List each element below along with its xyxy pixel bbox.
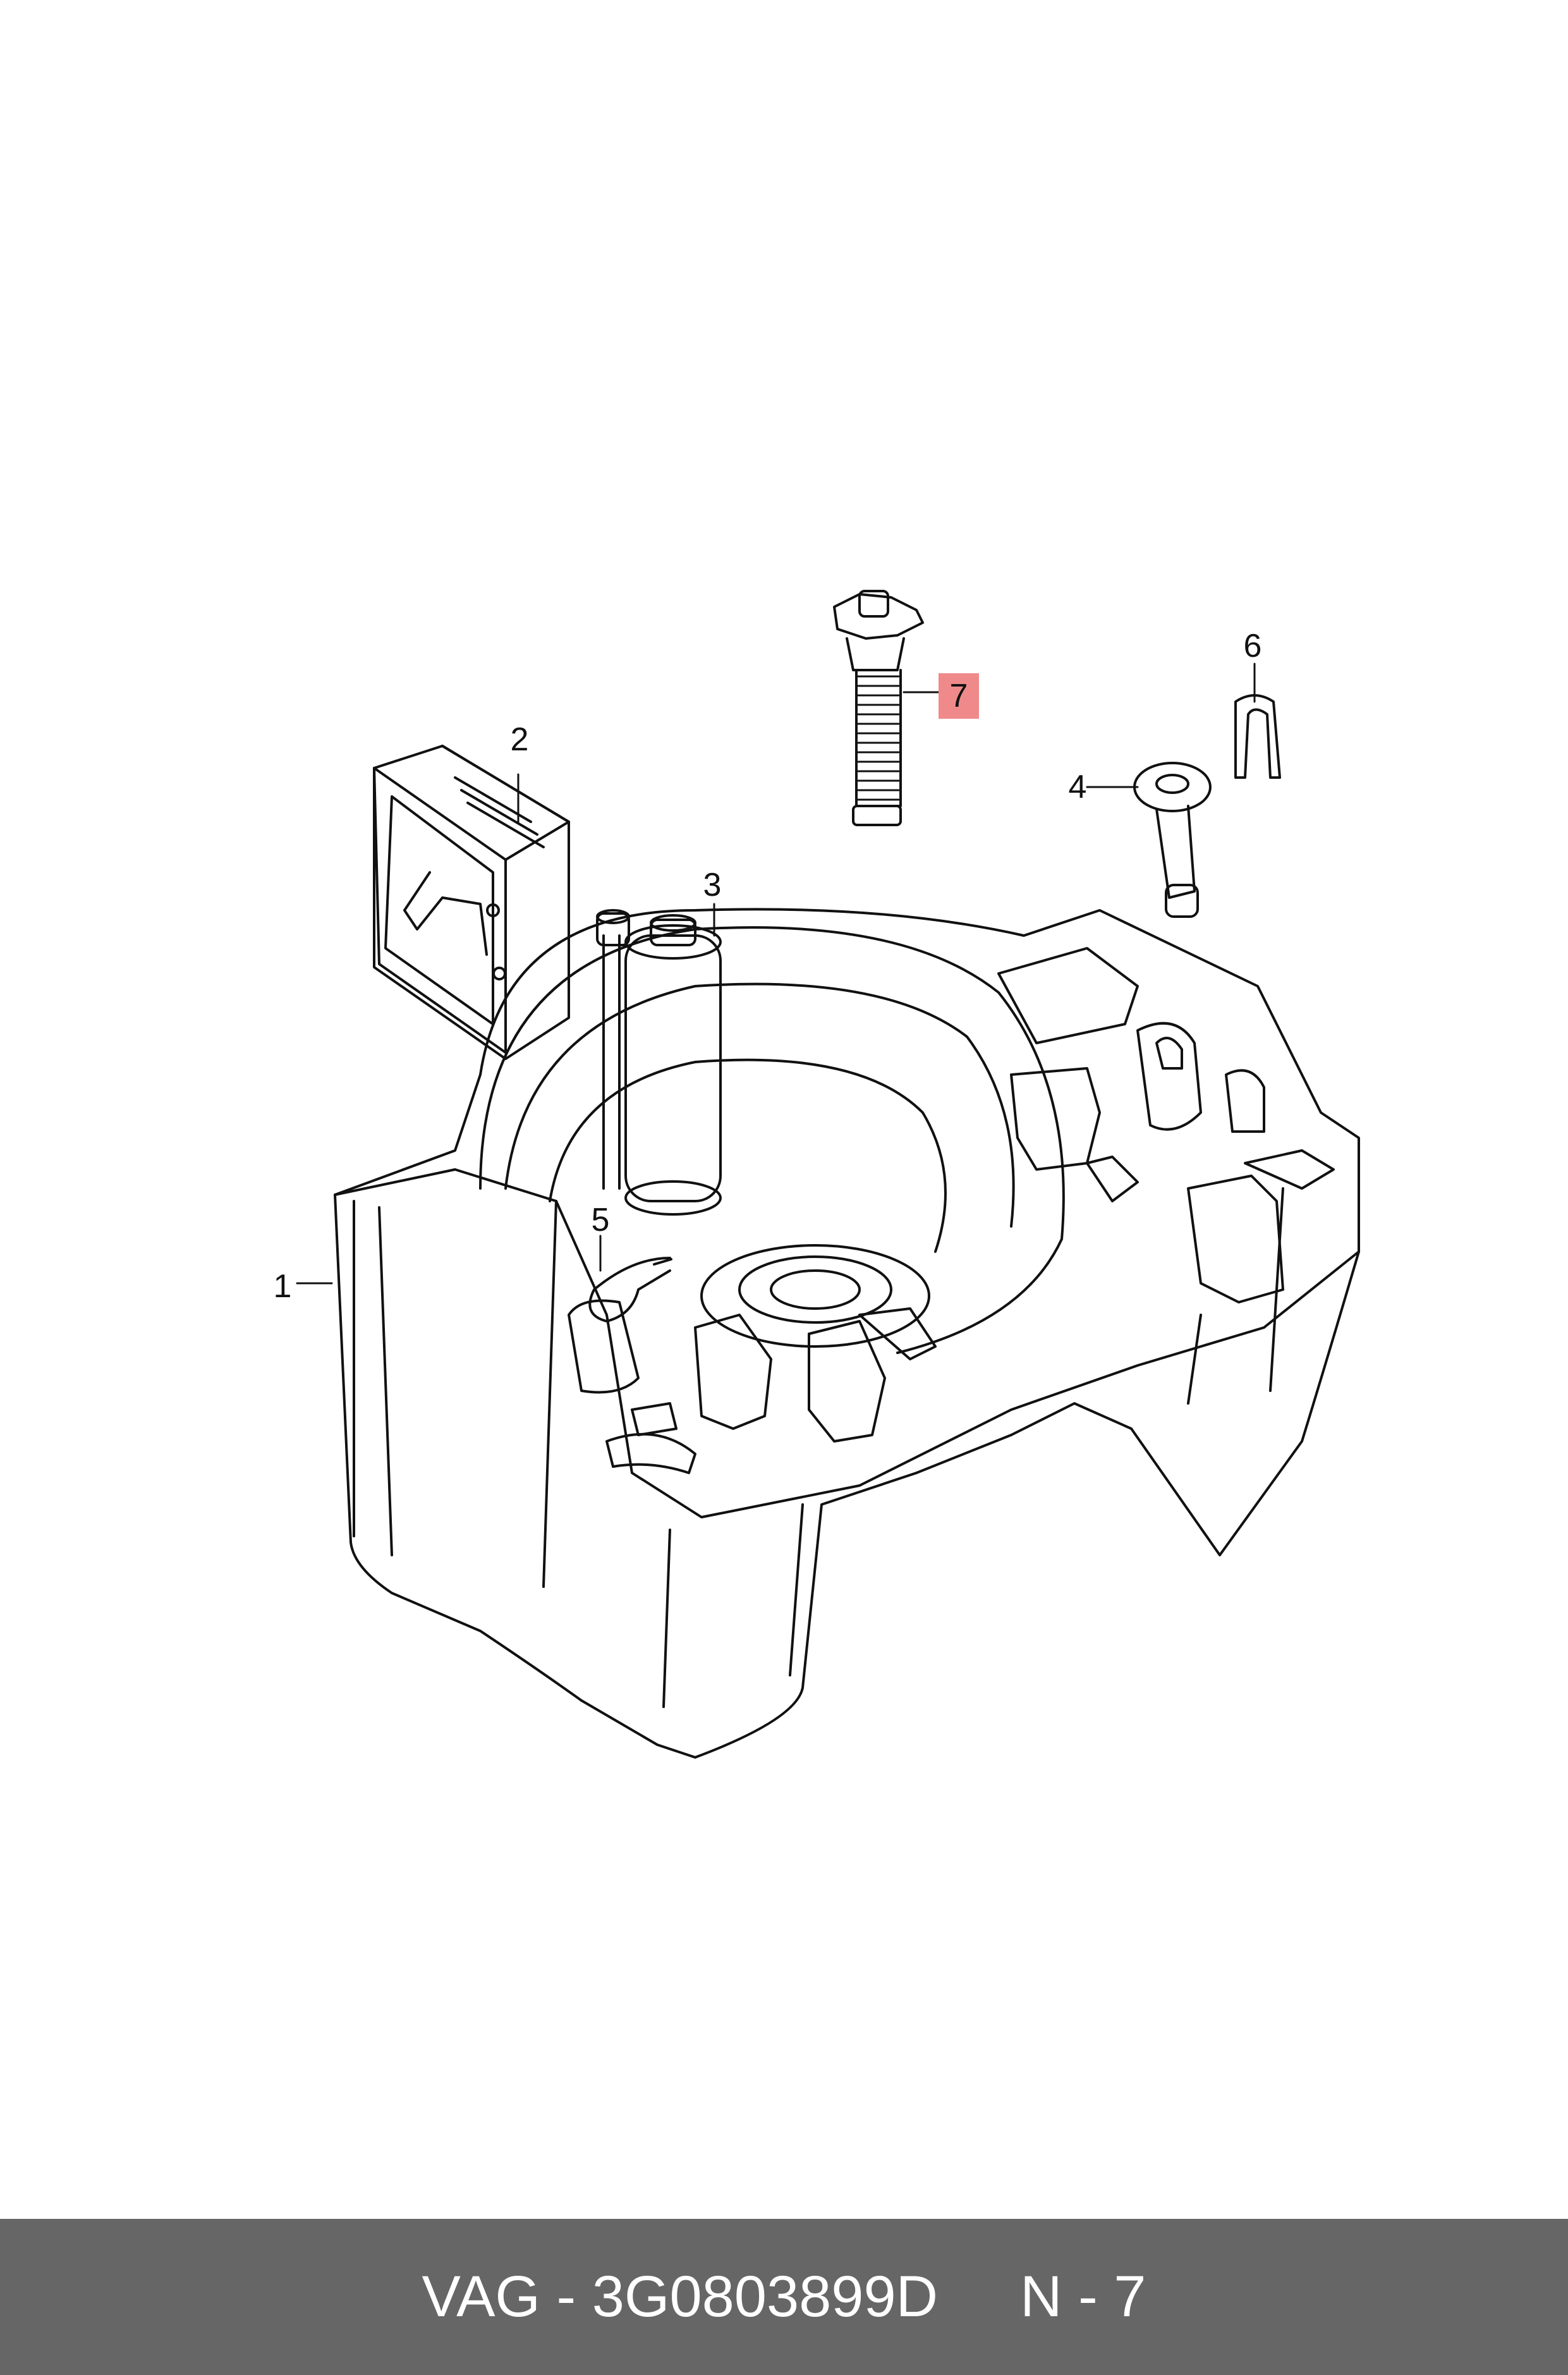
parts-diagram	[296, 590, 1360, 1759]
part-code-label: VAG - 3G0803899D	[422, 2264, 939, 2329]
callout-4: 4	[1068, 769, 1087, 805]
footer-bar: VAG - 3G0803899D N - 7	[0, 2219, 1568, 2375]
sealant-bottle	[596, 909, 722, 1216]
threaded-bolt	[833, 590, 924, 826]
callout-7-highlighted: 7	[939, 673, 979, 719]
position-label: N - 7	[1020, 2264, 1146, 2329]
leader-lines	[296, 662, 1256, 1285]
callout-5: 5	[591, 1202, 610, 1238]
foam-tray-insert	[334, 908, 1360, 1759]
towing-eye	[1133, 762, 1212, 918]
callout-1: 1	[273, 1268, 292, 1305]
callout-3: 3	[703, 867, 722, 903]
compressor-case	[373, 745, 570, 1060]
u-clip	[1234, 694, 1281, 779]
callout-6: 6	[1243, 628, 1262, 664]
callout-2: 2	[510, 721, 529, 758]
hook-clip	[588, 1257, 672, 1322]
